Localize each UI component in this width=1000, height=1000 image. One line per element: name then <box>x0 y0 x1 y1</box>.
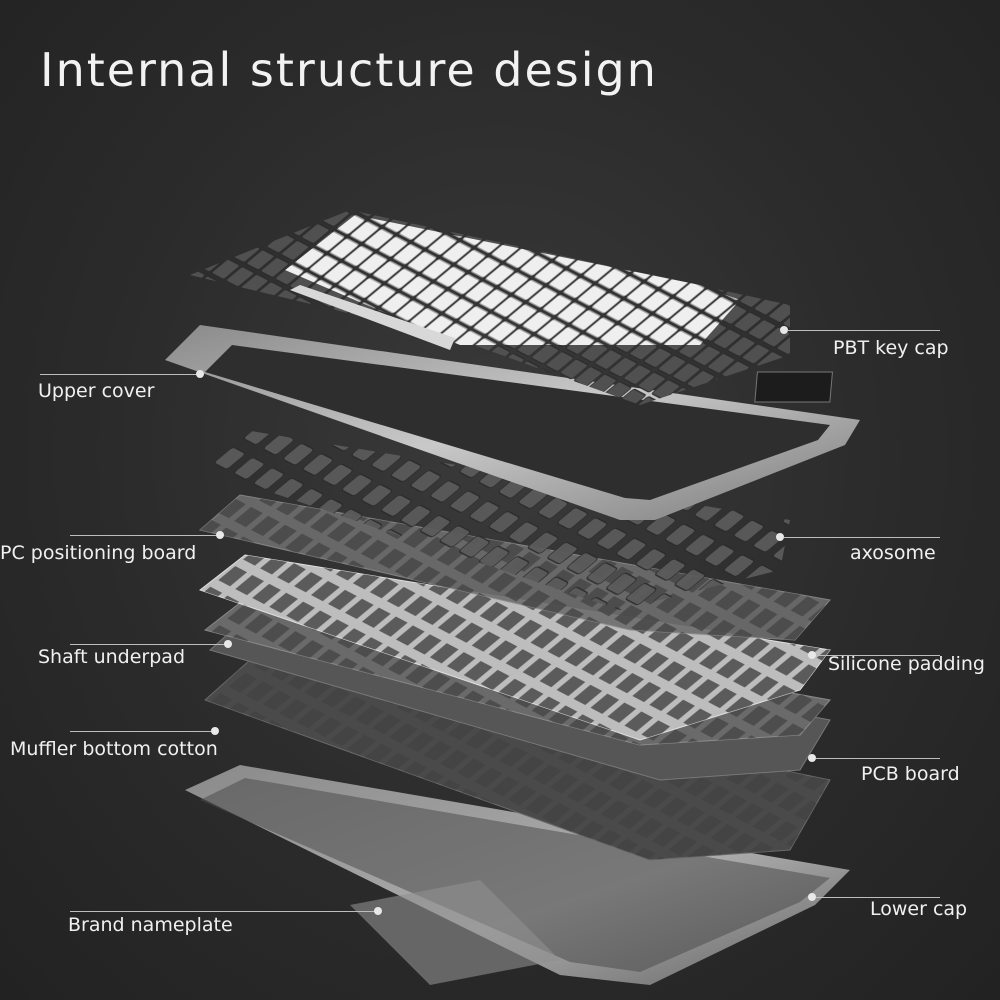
axosome-leader <box>784 537 940 538</box>
brand-nameplate-leader <box>70 911 378 912</box>
upper-cover-leader <box>40 374 200 375</box>
pcb-board-label: PCB board <box>861 763 960 785</box>
muffler-bottom-cotton-leader <box>70 731 215 732</box>
lower-cap-marker <box>808 893 816 901</box>
lower-cap-label: Lower cap <box>870 898 968 920</box>
page-title: Internal structure design <box>40 42 658 97</box>
pcb-board-shape <box>204 659 831 861</box>
brand-nameplate-marker <box>374 907 382 915</box>
muffler-bottom-cotton-marker <box>211 727 219 735</box>
shaft-underpad-label: Shaft underpad <box>38 646 185 668</box>
upper-cover-shape <box>165 325 860 520</box>
pcb-board-marker <box>808 754 816 762</box>
pc-positioning-board-label: PC positioning board <box>0 542 197 564</box>
silicone-padding-label: Silicone padding <box>828 653 985 675</box>
pbt-key-cap-marker <box>780 326 788 334</box>
upper-cover-marker <box>196 370 204 378</box>
pc-positioning-board-leader <box>70 535 220 536</box>
pc-positioning-board-marker <box>216 531 224 539</box>
switches-shape <box>205 430 790 610</box>
pcb-board-leader <box>816 758 940 759</box>
shaft-underpad-marker <box>224 640 232 648</box>
pbt-key-cap-leader <box>788 330 940 331</box>
axosome-label: axosome <box>850 542 936 564</box>
silicone-padding-marker <box>808 651 816 659</box>
silicone-padding-leader <box>816 655 940 656</box>
shaft-underpad-leader <box>70 644 228 645</box>
silicone-padding-shape <box>198 554 831 741</box>
upper-cover-label: Upper cover <box>38 380 155 402</box>
lower-cap-leader <box>816 897 940 898</box>
brand-nameplate-label: Brand nameplate <box>68 914 233 936</box>
pbt-key-cap-label: PBT key cap <box>833 337 949 359</box>
keycaps-shape <box>190 210 790 405</box>
muffler-bottom-cotton-label: Muffler bottom cotton <box>10 738 218 760</box>
axosome-marker <box>776 533 784 541</box>
lower-cap-shape <box>185 765 850 985</box>
